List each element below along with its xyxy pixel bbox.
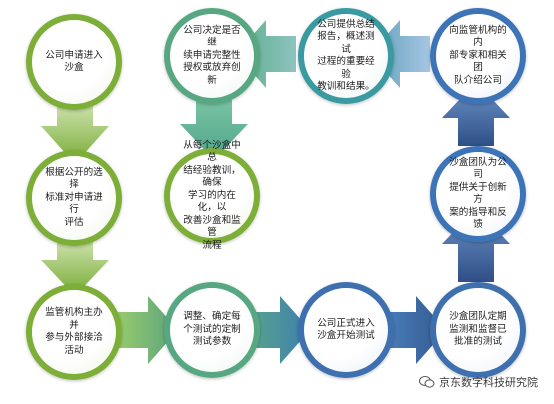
- step-start-testing: 公司正式进入 沙盒开始测试: [298, 282, 394, 378]
- step-summary-report-text: 公司提供总结 报告，概述测试 过程的重要经验 教训和结果。: [317, 18, 375, 93]
- step-start-testing-text: 公司正式进入 沙盒开始测试: [317, 317, 375, 342]
- arrow-right-1: [112, 296, 178, 364]
- step-lessons-learned: 从每个沙盒中总 结经验教训，确保 学习的内在化，以 改善沙盒和监管 流程: [164, 140, 260, 251]
- arrow-down-2: [41, 236, 109, 296]
- step-summary-report: 公司提供总结 报告，概述测试 过程的重要经验 教训和结果。: [298, 8, 394, 104]
- step-guidance-feedback: 沙盒团队为公司 提供关于创新方 案的指导和反馈: [430, 146, 526, 242]
- step-apply-sandbox-text: 公司申请进入沙盒: [45, 49, 103, 74]
- step-monitor-testing-text: 沙盒团队定期 监测和监督已 批准的测试: [449, 311, 507, 348]
- step-external-engagement: 监管机构主办并 参与外部接洽 活动: [26, 284, 122, 380]
- step-apply-sandbox: 公司申请进入沙盒: [26, 14, 122, 110]
- watermark: 京东数字科技研究院: [419, 374, 538, 390]
- step-lessons-learned-text: 从每个沙盒中总 结经验教训，确保 学习的内在化，以 改善沙盒和监管 流程: [183, 139, 241, 251]
- wechat-icon: [419, 376, 435, 388]
- step-decide-authorization-text: 公司决定是否继 续申请完整性 授权或放弃创新: [183, 24, 241, 86]
- step-monitor-testing: 沙盒团队定期 监测和监督已 批准的测试: [430, 282, 526, 378]
- step-evaluate-application: 根据公开的选择 标准对申请进行 评估: [26, 150, 122, 246]
- step-evaluate-application-text: 根据公开的选择 标准对申请进行 评估: [45, 166, 103, 228]
- arrow-right-3: [384, 296, 446, 364]
- step-test-parameters: 调整、确定每 个测试的定制 测试参数: [164, 282, 260, 378]
- step-test-parameters-text: 调整、确定每 个测试的定制 测试参数: [183, 311, 241, 348]
- step-decide-authorization: 公司决定是否继 续申请完整性 授权或放弃创新: [164, 8, 260, 104]
- arrow-up-2: [442, 82, 510, 146]
- watermark-text: 京东数字科技研究院: [439, 376, 538, 389]
- arrow-right-2: [248, 296, 310, 364]
- step-introduce-company-text: 向监管机构的内 部专家和相关团 队介绍公司: [449, 24, 507, 86]
- step-guidance-feedback-text: 沙盒团队为公司 提供关于创新方 案的指导和反馈: [449, 156, 507, 231]
- arrow-down-1: [41, 100, 109, 164]
- step-external-engagement-text: 监管机构主办并 参与外部接洽 活动: [45, 307, 103, 356]
- step-introduce-company: 向监管机构的内 部专家和相关团 队介绍公司: [430, 8, 526, 104]
- arrow-down-3: [180, 100, 248, 160]
